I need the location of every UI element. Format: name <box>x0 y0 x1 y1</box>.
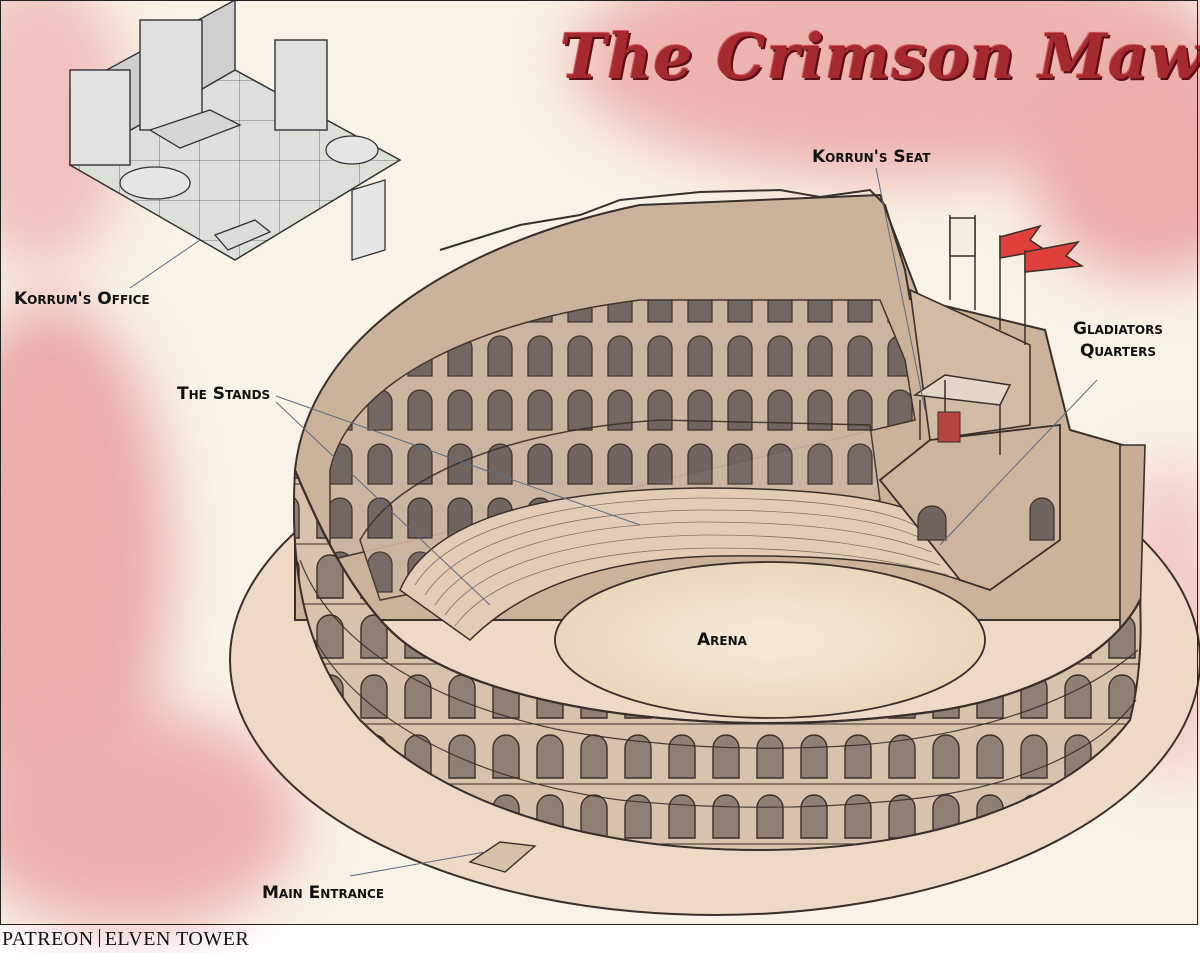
arena-floor <box>554 561 986 719</box>
label-arena: Arena <box>697 630 747 650</box>
main-entrance-ramp <box>468 841 537 873</box>
banners <box>949 215 1085 345</box>
label-gladiators-quarters: Gladiators Quarters <box>1070 318 1166 362</box>
leader-lines <box>129 167 1098 877</box>
label-gladiators-line2: Quarters <box>1079 341 1157 361</box>
map-title: The Crimson Maw <box>560 20 1200 93</box>
korrums-office-inset <box>68 0 402 261</box>
footer-credit: PATREON ELVEN TOWER <box>2 928 249 951</box>
footer-elven-tower: ELVEN TOWER <box>104 928 250 950</box>
label-korruns-seat: Korrun's Seat <box>812 147 931 167</box>
footer-patreon: PATREON <box>2 928 94 950</box>
footer-separator <box>98 929 100 947</box>
korruns-seat <box>912 374 1012 455</box>
label-the-stands: The Stands <box>177 384 271 404</box>
label-gladiators-line1: Gladiators <box>1073 319 1163 339</box>
broken-rim <box>439 188 911 301</box>
label-korrums-office: Korrum's Office <box>14 289 150 309</box>
label-main-entrance: Main Entrance <box>262 883 385 903</box>
